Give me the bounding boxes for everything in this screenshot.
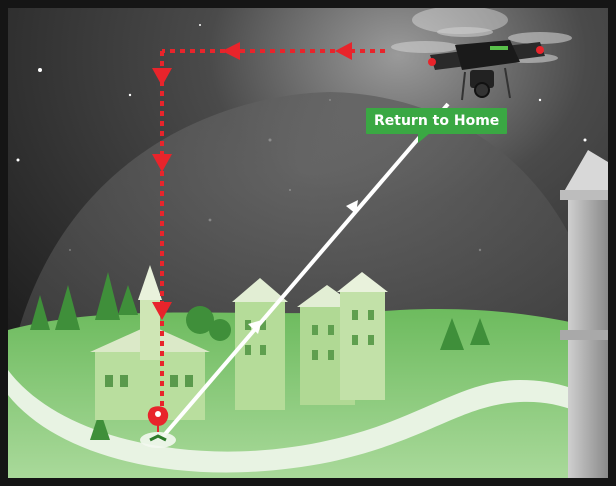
window (105, 375, 113, 387)
star (128, 93, 132, 97)
window (352, 335, 358, 345)
quadcopter-drone-icon (391, 6, 572, 101)
star (583, 138, 587, 142)
drone-motor (536, 46, 544, 54)
window (170, 375, 178, 387)
tree (95, 272, 120, 320)
arrow-left-icon (335, 42, 352, 60)
window (260, 320, 266, 330)
tree (209, 319, 231, 341)
church-spire (138, 265, 162, 300)
return-to-home-label: Return to Home (366, 108, 508, 143)
window (185, 375, 193, 387)
star (38, 68, 42, 72)
tree (440, 318, 464, 350)
star (199, 24, 201, 26)
window (352, 310, 358, 320)
pin-dot (155, 411, 161, 417)
home-check (149, 434, 167, 442)
gimbal-camera (470, 70, 494, 88)
window (312, 350, 318, 360)
camera-lens (474, 82, 490, 98)
drone-motor (428, 58, 436, 66)
star (538, 98, 542, 102)
tower-band (560, 330, 608, 340)
building-roof (337, 272, 388, 292)
tree (470, 318, 490, 345)
arrow-down-icon (152, 154, 172, 172)
return-flight-path (158, 102, 450, 442)
arrow-up-right-icon (248, 320, 262, 334)
window (120, 375, 128, 387)
rotor-blur (508, 32, 572, 44)
building-roof (232, 278, 288, 302)
tower-band (560, 190, 608, 200)
stone-tower (560, 150, 608, 478)
tree (55, 285, 80, 330)
drone-led (490, 46, 508, 50)
window (312, 325, 318, 335)
window (328, 325, 334, 335)
location-pin (147, 406, 169, 432)
rotor-blur (391, 41, 459, 53)
home-point-marker-icon (140, 406, 176, 448)
tree (90, 410, 110, 440)
window (260, 345, 266, 355)
arrow-up-right-icon (346, 200, 358, 214)
arrow-down-icon (152, 302, 172, 320)
home-pad (140, 432, 176, 448)
rotor-blur (437, 27, 493, 37)
tower-roof (562, 150, 608, 195)
building (340, 290, 385, 400)
path-arrows (152, 42, 352, 320)
church-tower (140, 300, 160, 360)
landing-leg (504, 67, 511, 99)
window (328, 350, 334, 360)
window (368, 335, 374, 345)
outbound-flight-path (160, 49, 385, 415)
star (16, 158, 20, 162)
buildings (232, 272, 388, 410)
window (245, 320, 251, 330)
tree (30, 295, 50, 330)
window (245, 345, 251, 355)
landing-leg (461, 71, 466, 101)
arrow-down-icon (152, 68, 172, 86)
window (368, 310, 374, 320)
return-arrows (248, 200, 358, 334)
arrow-left-icon (222, 42, 240, 60)
tree (118, 285, 138, 315)
tree (186, 306, 214, 334)
drone-glow (412, 6, 508, 34)
